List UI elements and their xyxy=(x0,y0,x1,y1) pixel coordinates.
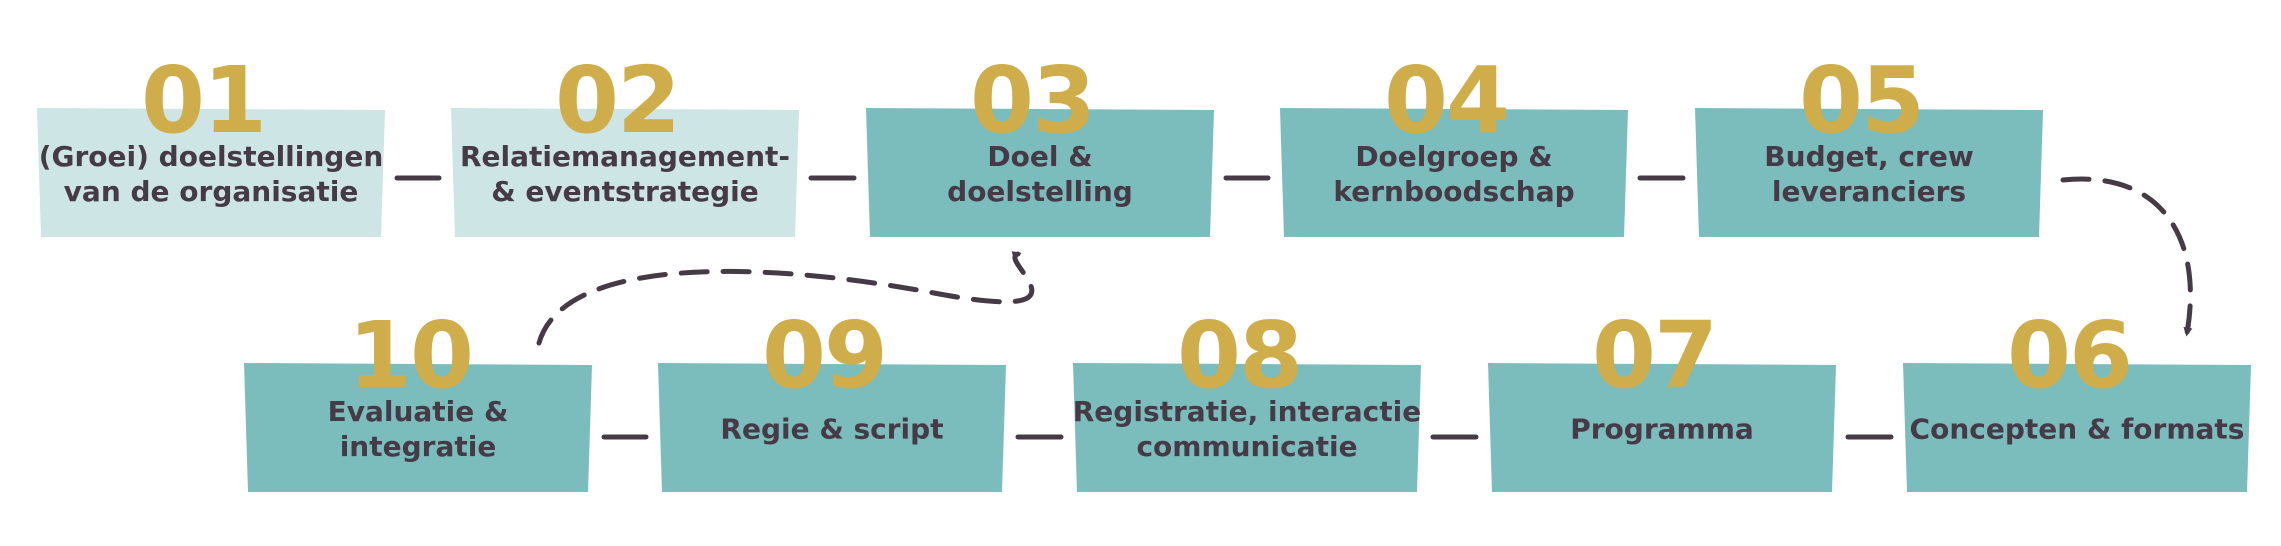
step-01-box xyxy=(37,108,385,237)
step-04-label-line-2: kernboodschap xyxy=(1333,175,1574,208)
step-03-label-line-2: doelstelling xyxy=(947,175,1133,208)
step-05-label-line-1: Budget, crew xyxy=(1764,140,1973,173)
step-04-label-line-1: Doelgroep & xyxy=(1355,140,1552,173)
step-10-number: 10 xyxy=(348,302,472,409)
step-09-box xyxy=(658,363,1006,492)
step-03-number: 03 xyxy=(970,47,1094,154)
step-05-number: 05 xyxy=(1799,47,1923,154)
step-05-label-line-2: leveranciers xyxy=(1772,175,1966,208)
step-01-label-line-1: (Groei) doelstellingen xyxy=(39,140,384,173)
step-number-layer: 01 02 03 04 05 06 07 08 09 10 xyxy=(141,47,2133,409)
step-06-number: 06 xyxy=(2007,302,2131,409)
connector-10-03 xyxy=(536,251,1035,346)
step-05-box xyxy=(1695,108,2043,237)
step-10-label-line-1: Evaluatie & xyxy=(328,395,509,428)
step-08-box xyxy=(1073,363,1421,492)
step-08-label-line-2: communicatie xyxy=(1136,430,1357,463)
step-08-label-line-1: Registratie, interactie xyxy=(1073,395,1421,428)
step-09-label-line-1: Regie & script xyxy=(720,413,943,446)
step-07-label-line-1: Programma xyxy=(1570,413,1754,446)
step-02-box xyxy=(451,108,799,237)
step-10-label-line-2: integratie xyxy=(340,430,497,463)
step-02-label-line-1: Relatiemanagement- xyxy=(460,140,790,173)
step-02-number: 02 xyxy=(555,47,679,154)
step-02-label-line-2: & eventstrategie xyxy=(491,175,758,208)
step-07-box xyxy=(1488,363,1836,492)
step-06-label-line-1: Concepten & formats xyxy=(1910,413,2245,446)
step-04-box xyxy=(1280,108,1628,237)
step-01-number: 01 xyxy=(141,47,265,154)
step-06-box xyxy=(1903,363,2251,492)
step-04-number: 04 xyxy=(1384,47,1508,154)
step-10-box xyxy=(244,363,592,492)
step-03-box xyxy=(866,108,1214,237)
step-08-number: 08 xyxy=(1177,302,1301,409)
step-07-number: 07 xyxy=(1592,302,1716,409)
step-09-number: 09 xyxy=(762,302,886,409)
step-03-label-line-1: Doel & xyxy=(987,140,1092,173)
step-01-label-line-2: van de organisatie xyxy=(64,175,359,208)
connector-layer xyxy=(394,175,2193,440)
